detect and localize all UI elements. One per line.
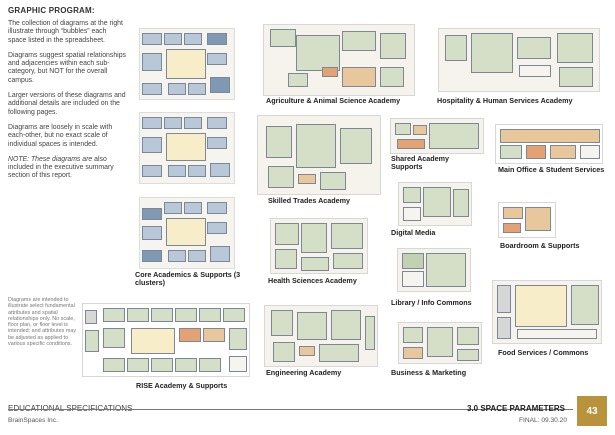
footer-divider [8, 409, 573, 410]
boardroom-diagram [498, 202, 556, 238]
food-services-diagram [492, 280, 602, 344]
intro-note-prefix: NOTE: These diagrams are [8, 155, 93, 163]
hospitality-label: Hospitality & Human Services Academy [437, 96, 573, 105]
core-cluster-1-diagram [139, 28, 235, 100]
digital-media-diagram [398, 182, 472, 226]
intro-paragraph-1: The collection of diagrams at the right … [8, 20, 123, 44]
core-cluster-3-diagram [139, 197, 235, 269]
engineering-diagram [264, 305, 378, 367]
agriculture-diagram [263, 24, 415, 96]
core-academics-label: Core Academics & Supports (3 clusters) [135, 270, 241, 287]
hospitality-diagram [438, 28, 600, 92]
footer-date: FINAL: 09.30.20 [519, 417, 568, 424]
food-services-label: Food Services / Commons [498, 348, 589, 357]
main-office-diagram [495, 124, 603, 164]
business-label: Business & Marketing [391, 368, 467, 377]
library-diagram [397, 248, 471, 292]
intro-note-suffix: also included in the executive summary s… [8, 155, 114, 180]
page-number-badge: 43 [577, 396, 607, 426]
digital-media-label: Digital Media [391, 228, 436, 237]
footer-section-title: 3.0 SPACE PARAMETERS [467, 404, 565, 413]
diagram-disclaimer: Diagrams are intended to illustrate sele… [8, 297, 77, 348]
trades-label: Skilled Trades Academy [268, 196, 351, 205]
page-title: GRAPHIC PROGRAM: [8, 6, 95, 15]
main-office-label: Main Office & Student Services [498, 165, 605, 174]
library-label: Library / Info Commons [391, 298, 472, 307]
engineering-label: Engineering Academy [266, 368, 342, 377]
trades-diagram [257, 115, 381, 195]
shared-supports-diagram [390, 118, 484, 154]
boardroom-label: Boardroom & Supports [500, 241, 580, 250]
rise-academy-diagram [82, 303, 250, 377]
agriculture-label: Agriculture & Animal Science Academy [266, 96, 401, 105]
intro-paragraph-4: Diagrams are loosely in scale with each-… [8, 123, 113, 148]
health-sciences-label: Health Sciences Academy [268, 276, 357, 285]
rise-academy-label: RISE Academy & Supports [136, 381, 228, 390]
intro-paragraph-3: Larger versions of these diagrams and ad… [8, 92, 126, 116]
business-diagram [398, 322, 482, 364]
footer-company: BrainSpaces Inc. [8, 417, 58, 424]
health-sciences-diagram [270, 218, 368, 274]
core-cluster-2-diagram [139, 112, 235, 184]
intro-paragraph-5: NOTE: These diagrams are also included i… [8, 156, 126, 181]
shared-supports-label: Shared Academy Supports [391, 154, 450, 171]
intro-text: The collection of diagrams at the right … [8, 20, 126, 188]
footer-document-title: EDUCATIONAL SPECIFICATIONS [8, 404, 132, 413]
intro-paragraph-2: Diagrams suggest spatial relationships a… [8, 51, 126, 84]
